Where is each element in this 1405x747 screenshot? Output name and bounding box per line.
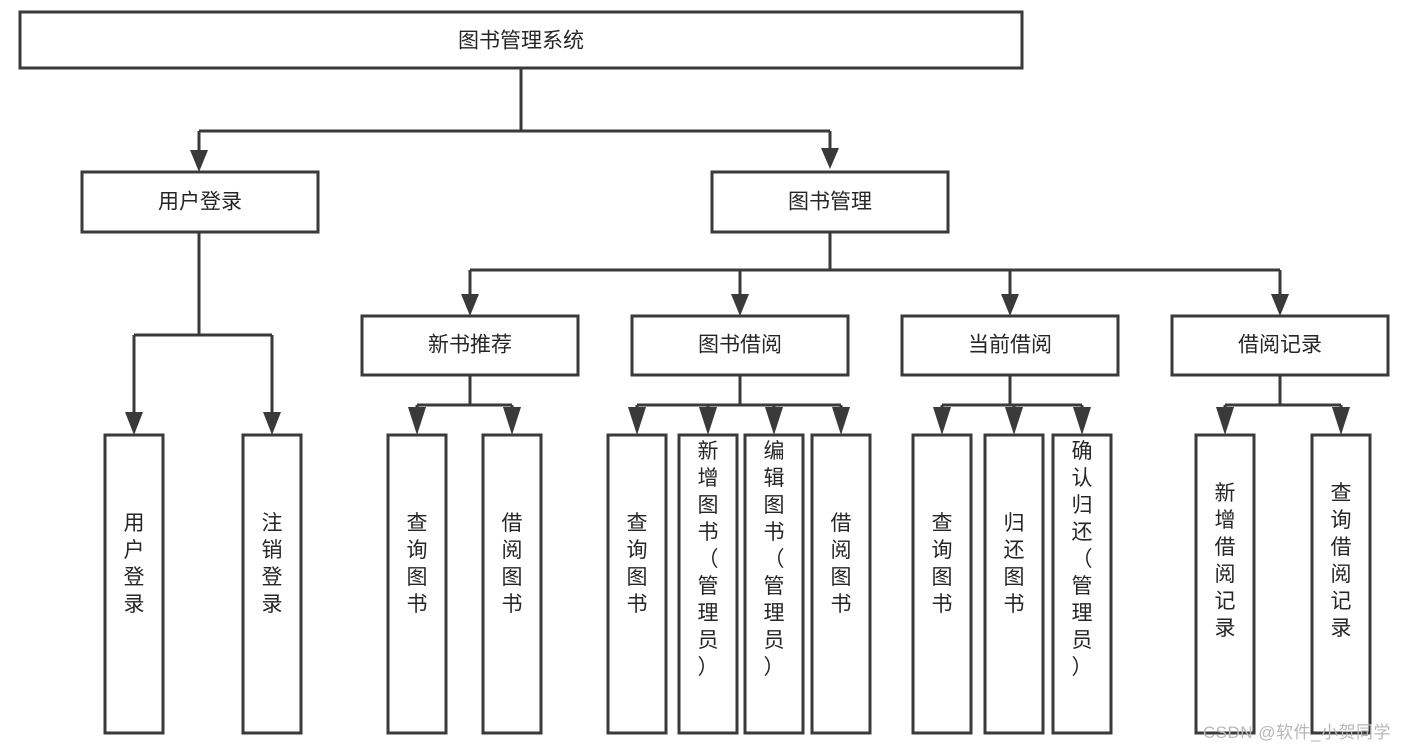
leaf-node-newbook-query-book-box[interactable] bbox=[386, 433, 448, 735]
leaf-node-borrow-borrow-book-box[interactable] bbox=[810, 433, 872, 735]
leaf-node-borrow-query-book[interactable]: 查询图书 bbox=[606, 433, 668, 735]
leaf-node-logout[interactable]: 注销登录 bbox=[241, 433, 303, 735]
arrowhead-newbook-leaf-1 bbox=[408, 407, 426, 435]
node-new-book-recommend[interactable]: 新书推荐 bbox=[360, 314, 580, 377]
arrowhead-book-borrow bbox=[731, 294, 749, 316]
leaf-node-return-book[interactable]: 归还图书 bbox=[983, 433, 1045, 735]
arrowhead-currentborrow-leaf-1 bbox=[933, 407, 951, 435]
node-root-system[interactable]: 图书管理系统 bbox=[18, 10, 1024, 70]
leaf-node-edit-book-admin-label: 编辑图书（管理员） bbox=[764, 440, 785, 679]
node-book-management-label: 图书管理 bbox=[788, 191, 872, 214]
leaf-node-confirm-return-admin-box[interactable] bbox=[1051, 433, 1113, 735]
node-book-management[interactable]: 图书管理 bbox=[710, 170, 950, 234]
node-borrow-record[interactable]: 借阅记录 bbox=[1170, 314, 1390, 377]
arrowhead-borrow-record bbox=[1271, 294, 1289, 316]
leaf-node-newbook-borrow-book-label: 借阅图书 bbox=[502, 512, 523, 616]
node-borrow-record-label: 借阅记录 bbox=[1238, 334, 1322, 357]
leaf-node-logout-box[interactable] bbox=[241, 433, 303, 735]
leaf-node-add-book-admin-label: 新增图书（管理员） bbox=[698, 440, 719, 679]
node-user-login-box[interactable] bbox=[80, 170, 320, 234]
arrowhead-currentborrow-leaf-3 bbox=[1073, 407, 1091, 435]
leaf-node-current-query-book-box[interactable] bbox=[911, 433, 973, 735]
node-book-borrow-box[interactable] bbox=[630, 314, 850, 377]
node-current-borrow-box[interactable] bbox=[900, 314, 1120, 377]
leaf-node-user-login-box[interactable] bbox=[103, 433, 165, 735]
node-new-book-recommend-label: 新书推荐 bbox=[428, 334, 512, 357]
node-new-book-recommend-box[interactable] bbox=[360, 314, 580, 377]
leaf-node-user-login-label: 用户登录 bbox=[124, 512, 145, 616]
leaf-node-add-borrow-record-label: 新增借阅记录 bbox=[1215, 482, 1236, 640]
leaf-node-current-query-book[interactable]: 查询图书 bbox=[911, 433, 973, 735]
node-user-login[interactable]: 用户登录 bbox=[80, 170, 320, 234]
arrowhead-borrowrecord-leaf-1 bbox=[1216, 407, 1234, 435]
node-book-borrow[interactable]: 图书借阅 bbox=[630, 314, 850, 377]
leaf-node-current-query-book-label: 查询图书 bbox=[932, 512, 953, 616]
arrowhead-bookmgmt bbox=[821, 148, 839, 169]
leaf-node-newbook-borrow-book[interactable]: 借阅图书 bbox=[481, 433, 543, 735]
arrowhead-leaf-logout bbox=[263, 412, 281, 435]
arrowhead-leaf-user-login bbox=[125, 412, 143, 435]
leaf-node-add-borrow-record[interactable]: 新增借阅记录 bbox=[1194, 433, 1256, 735]
leaf-node-confirm-return-admin-label: 确认归还（管理员） bbox=[1072, 440, 1093, 679]
node-borrow-record-box[interactable] bbox=[1170, 314, 1390, 377]
leaf-node-borrow-query-book-box[interactable] bbox=[606, 433, 668, 735]
node-current-borrow-label: 当前借阅 bbox=[968, 334, 1052, 357]
leaf-node-logout-label: 注销登录 bbox=[262, 512, 283, 616]
node-root-box[interactable] bbox=[18, 10, 1024, 70]
leaf-node-newbook-query-book[interactable]: 查询图书 bbox=[386, 433, 448, 735]
leaf-node-return-book-label: 归还图书 bbox=[1004, 512, 1025, 616]
leaf-node-query-borrow-record[interactable]: 查询借阅记录 bbox=[1310, 433, 1372, 735]
arrowhead-bookborrow-leaf-1 bbox=[628, 407, 646, 435]
leaf-node-return-book-box[interactable] bbox=[983, 433, 1045, 735]
leaf-node-query-borrow-record-box[interactable] bbox=[1310, 433, 1372, 735]
node-root-label: 图书管理系统 bbox=[458, 30, 584, 53]
leaf-node-newbook-borrow-book-box[interactable] bbox=[481, 433, 543, 735]
node-current-borrow[interactable]: 当前借阅 bbox=[900, 314, 1120, 377]
leaf-node-edit-book-admin-box[interactable] bbox=[743, 433, 805, 735]
leaf-node-borrow-borrow-book[interactable]: 借阅图书 bbox=[810, 433, 872, 735]
leaf-node-add-borrow-record-box[interactable] bbox=[1194, 433, 1256, 735]
leaf-node-add-book-admin[interactable]: 新增图书（管理员） bbox=[677, 433, 739, 735]
arrowhead-newbook-leaf-2 bbox=[503, 407, 521, 435]
leaf-node-borrow-borrow-book-label: 借阅图书 bbox=[831, 512, 852, 616]
arrowhead-new-book bbox=[461, 294, 479, 316]
arrowhead-bookborrow-leaf-4 bbox=[832, 407, 850, 435]
arrowhead-bookborrow-leaf-2 bbox=[699, 407, 717, 435]
leaf-node-newbook-query-book-label: 查询图书 bbox=[407, 512, 428, 616]
node-book-management-box[interactable] bbox=[710, 170, 950, 234]
leaf-node-user-login[interactable]: 用户登录 bbox=[103, 433, 165, 735]
connector-layer bbox=[125, 68, 1350, 435]
arrowhead-current-borrow bbox=[1001, 294, 1019, 316]
leaf-node-borrow-query-book-label: 查询图书 bbox=[627, 512, 648, 616]
csdn-watermark: CSDN @软件_小贺同学 bbox=[1202, 723, 1391, 742]
node-book-borrow-label: 图书借阅 bbox=[698, 334, 782, 357]
arrowhead-currentborrow-leaf-2 bbox=[1005, 407, 1023, 435]
arrowhead-borrowrecord-leaf-2 bbox=[1332, 407, 1350, 435]
leaf-node-edit-book-admin[interactable]: 编辑图书（管理员） bbox=[743, 433, 805, 735]
leaf-node-add-book-admin-box[interactable] bbox=[677, 433, 739, 735]
arrowhead-bookborrow-leaf-3 bbox=[765, 407, 783, 435]
node-user-login-label: 用户登录 bbox=[158, 191, 242, 214]
leaf-node-confirm-return-admin[interactable]: 确认归还（管理员） bbox=[1051, 433, 1113, 735]
leaf-node-query-borrow-record-label: 查询借阅记录 bbox=[1331, 482, 1352, 640]
arrowhead-userlogin bbox=[190, 150, 208, 172]
